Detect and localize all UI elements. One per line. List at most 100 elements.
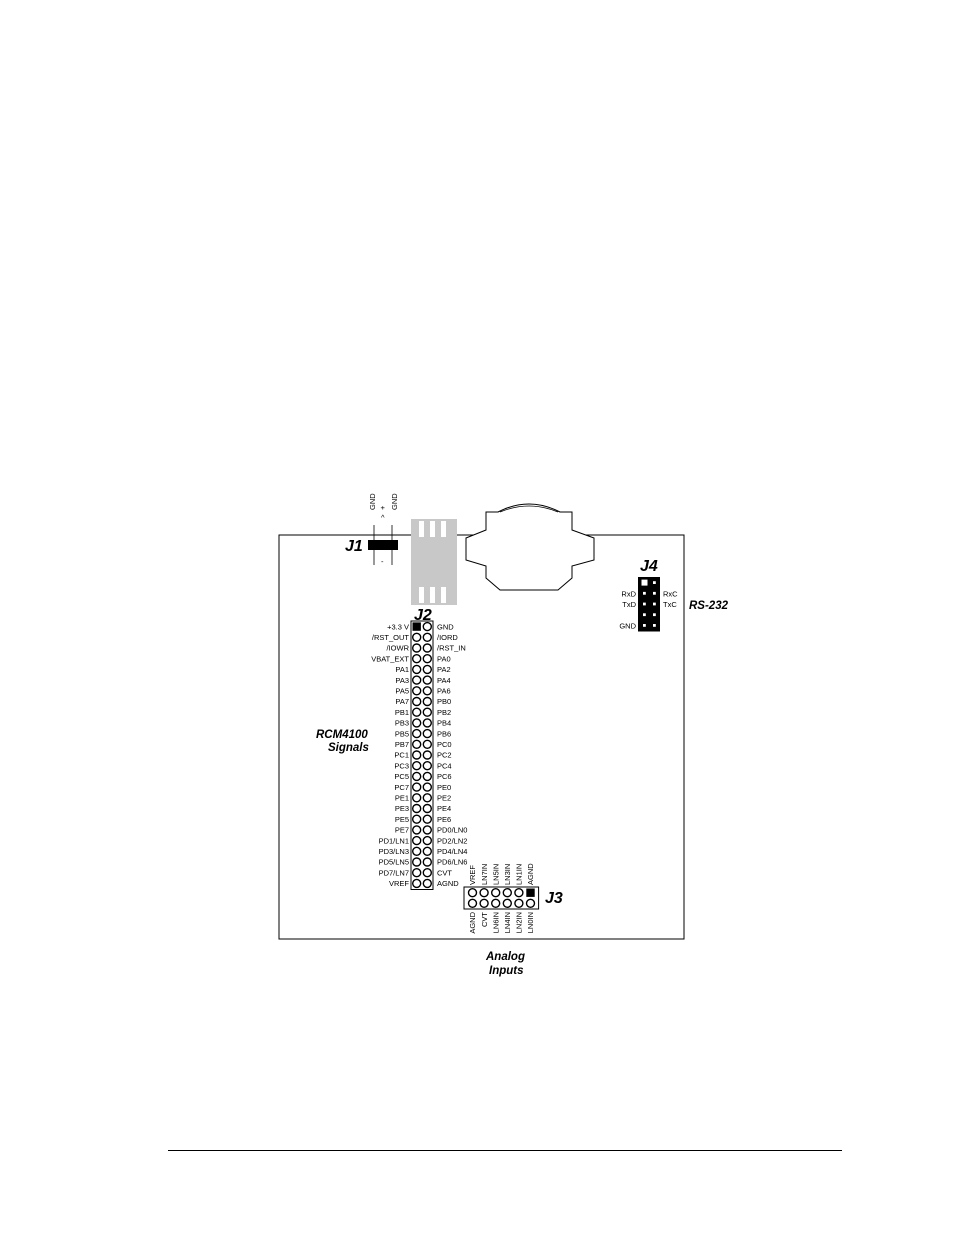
- j2-pin: [412, 857, 422, 867]
- j2-pin: [412, 728, 422, 739]
- j4-left-pin-label: GND: [619, 621, 636, 630]
- j2-left-pin-label: PA7: [395, 697, 409, 706]
- j2-right-pin-label: PE0: [437, 783, 451, 792]
- j4-pin: [653, 624, 656, 627]
- j2-pin: [412, 739, 422, 749]
- j2-pin: [422, 654, 432, 664]
- j3-pin: [467, 898, 478, 908]
- j2-pin: [412, 675, 422, 685]
- j2-pin: [412, 654, 422, 664]
- j2-right-pin-label: PE2: [437, 794, 451, 803]
- j2-left-pin-label: PB1: [395, 708, 409, 717]
- j2-right-pin-label: PC4: [437, 761, 452, 770]
- j2-pin: [422, 857, 432, 867]
- j2-left-pin-label: PA1: [395, 665, 409, 674]
- j2-left-pin-label: /IOWR: [387, 644, 410, 653]
- j2-pin: [412, 878, 422, 889]
- j3-top-pin-label: AGND: [526, 863, 535, 885]
- j2-right-pin-label: PB6: [437, 729, 451, 738]
- j3-pin: [525, 898, 536, 908]
- j2-left-pin-label: PC7: [394, 783, 409, 792]
- j2-pin: [412, 868, 422, 878]
- j2-right-pin-label: PE6: [437, 815, 451, 824]
- j2-pin: [422, 696, 432, 707]
- svg-text:^: ^: [381, 513, 385, 522]
- j2-pin: [422, 728, 432, 739]
- j2-pin: [422, 739, 432, 749]
- j2-pin: [422, 621, 432, 632]
- j2-pin: [412, 696, 422, 707]
- j3-caption-line2: Inputs: [489, 965, 524, 977]
- j3-pin: [491, 888, 501, 898]
- j4-body: [638, 577, 660, 632]
- j2-right-pin-label: GND: [437, 622, 454, 631]
- j2-left-pin-label: PA5: [395, 687, 409, 696]
- j3-pin: [491, 898, 501, 908]
- j2-right-pin-label: PB4: [437, 719, 451, 728]
- j4-pin: [643, 602, 646, 606]
- j4-left-pin-label: TxD: [622, 600, 636, 609]
- j3-pin: [514, 898, 524, 908]
- j4-right-pin-label: TxC: [663, 600, 677, 609]
- j2-pin: [412, 825, 422, 835]
- j2-label: J2: [414, 607, 432, 624]
- footer-rule: [168, 1150, 842, 1151]
- j2-pin: [412, 814, 422, 824]
- j2-pin: [422, 814, 432, 824]
- j2-pin: [412, 793, 422, 803]
- j2-left-pin-label: PB3: [395, 719, 409, 728]
- j2-pin: [412, 632, 422, 642]
- j2-pin: [422, 675, 432, 685]
- j2-pin: [422, 707, 432, 717]
- j3-bottom-pin-label: AGND: [468, 911, 477, 933]
- j2-pin: [422, 846, 432, 856]
- j1-bottom-mark: -: [381, 557, 384, 566]
- j2-right-pin-label: PA0: [437, 654, 451, 663]
- j2-pin: [412, 803, 422, 814]
- j3-top-pin-label: LN5IN: [491, 864, 500, 885]
- j3-header: VREFAGNDLN7INCVTLN5INLN6INLN3INLN4INLN1I…: [463, 863, 540, 934]
- j2-right-pin-label: AGND: [437, 879, 459, 888]
- j1-pin-gnd-left: GND: [368, 493, 377, 510]
- j3-bottom-pin-label: CVT: [480, 912, 489, 927]
- j4-pin-1: [641, 579, 648, 586]
- j2-pin: [422, 664, 432, 675]
- j3-pin: [502, 888, 512, 898]
- j4-pin: [653, 591, 656, 595]
- j2-pin: [412, 707, 422, 717]
- j2-left-pin-label: PA3: [395, 676, 409, 685]
- j2-pin: [412, 718, 422, 728]
- j2-pin-1: [412, 622, 421, 631]
- j2-pin: [422, 803, 432, 814]
- j2-right-pin-label: PA2: [437, 665, 451, 674]
- j2-right-pin-label: /IORD: [437, 633, 458, 642]
- j4-pin: [653, 581, 656, 584]
- j3-pin-1: [526, 888, 535, 897]
- j2-pin: [412, 686, 422, 696]
- j4-pin: [643, 591, 646, 595]
- j2-left-pin-label: PE7: [395, 826, 409, 835]
- j3-top-pin-label: VREF: [468, 865, 477, 885]
- j2-left-pin-label: PC3: [394, 761, 409, 770]
- j1-pin-plus: +: [378, 505, 387, 510]
- j2-right-pin-label: /RST_IN: [437, 644, 466, 653]
- j2-pin: [422, 632, 432, 642]
- j4-pin: [643, 624, 646, 627]
- j2-right-pin-label: PD0/LN0: [437, 826, 467, 835]
- j2-right-pin-label: PD2/LN2: [437, 836, 467, 845]
- j2-right-pin-label: CVT: [437, 868, 452, 877]
- j4-pin: [653, 613, 656, 617]
- j2-pin: [422, 771, 432, 782]
- battery-holder: [465, 503, 595, 591]
- j3-pin: [479, 888, 489, 898]
- j2-caption-line1: RCM4100: [316, 729, 368, 741]
- j2-right-pin-label: PB2: [437, 708, 451, 717]
- j2-left-pin-label: VBAT_EXT: [371, 654, 409, 663]
- j3-pin: [502, 898, 512, 908]
- j2-pin: [422, 825, 432, 835]
- j2-left-pin-label: +3.3 V: [387, 622, 409, 631]
- gray-module: [411, 519, 457, 605]
